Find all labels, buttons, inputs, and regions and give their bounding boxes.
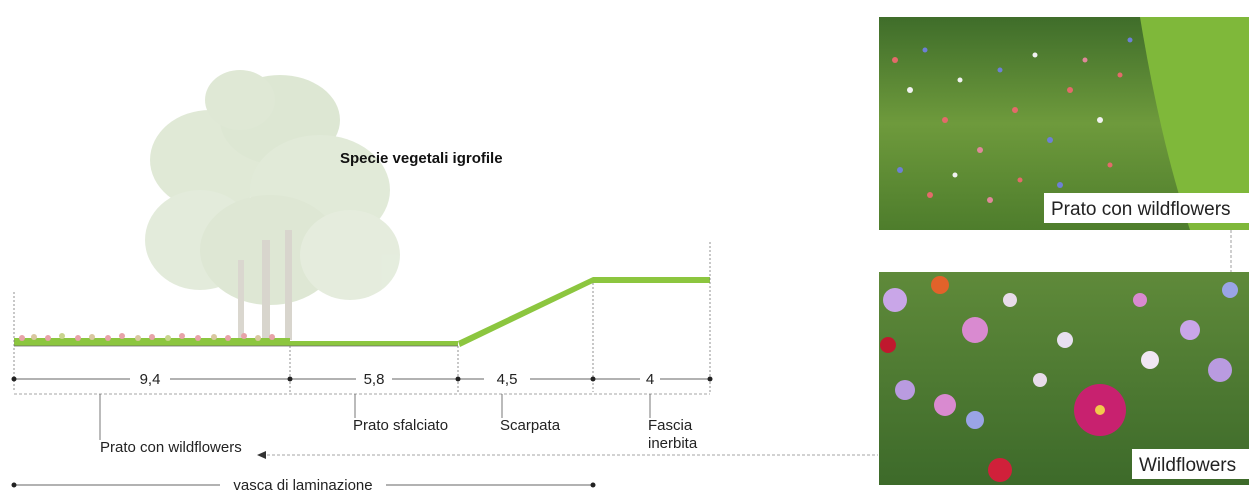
caption-box bbox=[1044, 193, 1249, 223]
guide-lines bbox=[13, 242, 711, 392]
vasca-range: vasca di laminazione bbox=[11, 477, 596, 491]
label-prato-wildflowers: Prato con wildflowers bbox=[100, 439, 242, 456]
label-inerbita: inerbita bbox=[648, 435, 698, 452]
caption-box bbox=[1132, 449, 1249, 479]
zone-labels: Prato con wildflowers Prato sfalciato Sc… bbox=[99, 394, 698, 456]
label-fascia: Fascia bbox=[648, 417, 693, 434]
ground-profile bbox=[14, 277, 710, 347]
meadow-flowers bbox=[892, 37, 1133, 203]
closeup-flowers bbox=[880, 276, 1238, 482]
dimension-line: 9,4 5,8 4,5 4 bbox=[11, 371, 713, 388]
dimension-value: 4,5 bbox=[497, 371, 518, 388]
dimension-value: 5,8 bbox=[364, 371, 385, 388]
label-prato-sfalciato: Prato sfalciato bbox=[353, 417, 448, 434]
photo-caption-wildflowers: Wildflowers bbox=[1139, 455, 1236, 476]
photo-wildflowers: Wildflowers bbox=[879, 272, 1249, 485]
tree-label: Specie vegetali igrofile bbox=[340, 150, 503, 167]
photo-caption-meadow: Prato con wildflowers bbox=[1051, 199, 1231, 220]
tree-illustration bbox=[145, 70, 400, 340]
label-scarpata: Scarpata bbox=[500, 417, 561, 434]
dimension-value: 4 bbox=[646, 371, 654, 388]
vasca-label: vasca di laminazione bbox=[233, 477, 372, 491]
reference-arrow bbox=[257, 451, 878, 459]
wildflower-dots bbox=[19, 333, 275, 341]
dimension-value: 9,4 bbox=[140, 371, 161, 388]
photo-meadow: Prato con wildflowers bbox=[879, 17, 1249, 230]
